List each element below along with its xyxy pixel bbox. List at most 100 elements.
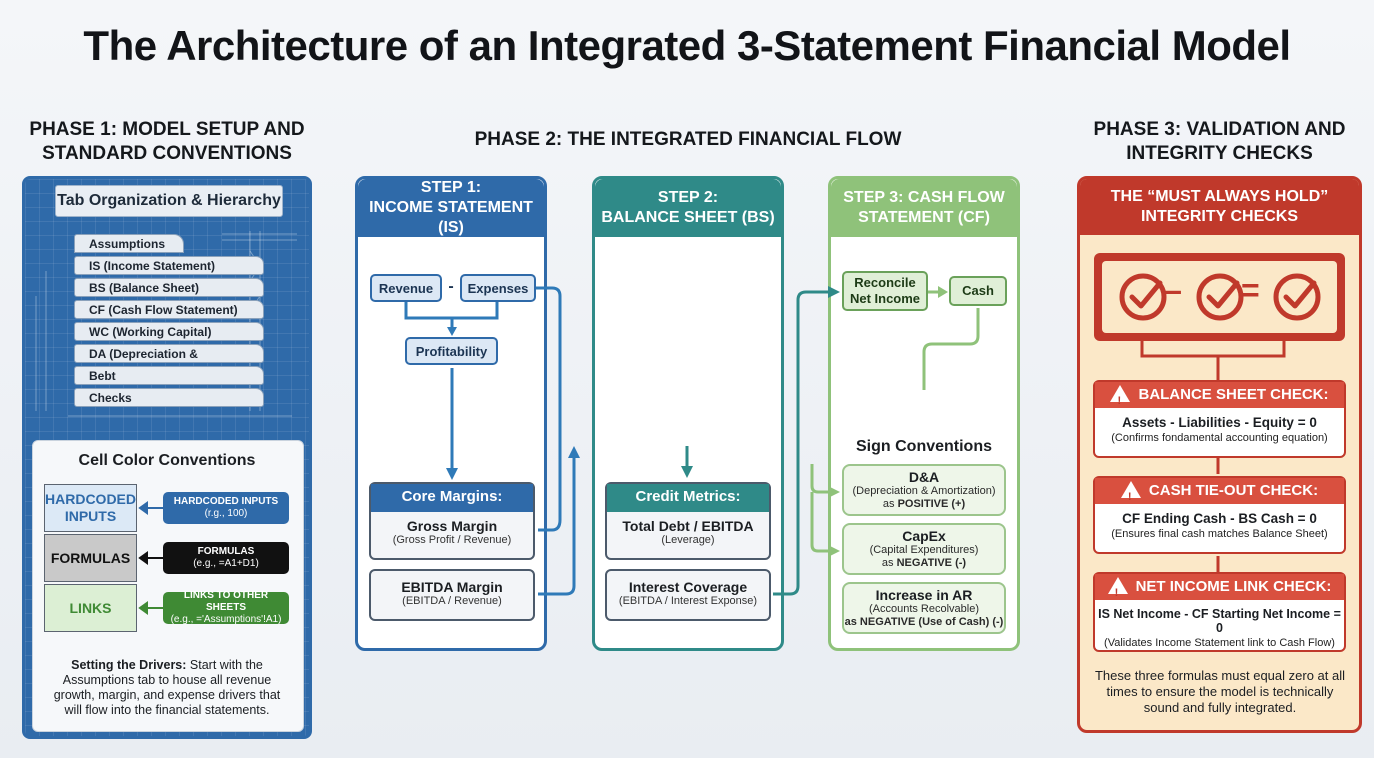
step3-header: STEP 3: CASH FLOW STATEMENT (CF) bbox=[831, 179, 1017, 237]
pill-label: FORMULAS bbox=[197, 546, 255, 557]
warning-icon: ! bbox=[1107, 576, 1128, 599]
step3-line2: STATEMENT (CF) bbox=[858, 209, 990, 226]
ebitda-margin-box: EBITDA Margin (EBITDA / Revenue) bbox=[369, 569, 535, 621]
equation-equals: = bbox=[1241, 272, 1260, 308]
interest-coverage-box: Interest Coverage (EBITDA / Interest Exp… bbox=[605, 569, 771, 621]
warning-glyph: ! bbox=[1127, 490, 1132, 503]
sign-ar-desc: (Accounts Recolvable) bbox=[868, 603, 980, 615]
warning-icon: ! bbox=[1110, 384, 1131, 407]
check-title-text: CASH TIE-OUT CHECK: bbox=[1148, 482, 1319, 499]
tab-item: IS (Income Statement) bbox=[74, 256, 264, 275]
step1-line2: INCOME STATEMENT (IS) bbox=[369, 199, 533, 236]
tab-item: CF (Cash Flow Statement) bbox=[74, 300, 264, 319]
check-equation-inner bbox=[1102, 261, 1337, 333]
balance-sheet-check: ! BALANCE SHEET CHECK: Assets - Liabiliti… bbox=[1093, 380, 1346, 458]
core-margins-title: Core Margins: bbox=[371, 484, 533, 512]
expenses-node: Expenses bbox=[460, 274, 536, 302]
check-circle-icon bbox=[1273, 273, 1321, 321]
reconcile-line1: Reconcile bbox=[854, 275, 916, 290]
sign-conventions-title: Sign Conventions bbox=[856, 438, 992, 455]
pill-links: LINKS TO OTHER SHEETS (e.g., ='Assumptio… bbox=[163, 590, 289, 625]
check-circle-icon bbox=[1196, 273, 1244, 321]
profitability-node: Profitability bbox=[405, 337, 498, 365]
sign-da-desc: (Depreciation & Amortization) bbox=[852, 485, 996, 497]
leverage-label: (Leverage) bbox=[661, 534, 715, 546]
step1-line1: STEP 1: bbox=[420, 179, 482, 196]
check-equation-icons bbox=[1119, 273, 1321, 321]
check-description: (Ensures final cash matches Balance Shee… bbox=[1111, 528, 1328, 540]
phase3-heading-line1: PHASE 3: VALIDATION AND bbox=[1093, 119, 1346, 140]
pill-example: (r.g., 100) bbox=[204, 508, 248, 519]
gross-margin-formula: (Gross Profit / Revenue) bbox=[392, 534, 512, 546]
net-income-link-check-title: ! NET INCOME LINK CHECK: bbox=[1095, 574, 1344, 600]
pill-example: (e.g., =A1+D1) bbox=[193, 558, 259, 569]
balance-sheet-check-title: ! BALANCE SHEET CHECK: bbox=[1095, 382, 1344, 408]
equation-minus: – bbox=[1164, 272, 1182, 308]
tab-item: Checks bbox=[74, 388, 264, 407]
check-title-text: NET INCOME LINK CHECK: bbox=[1135, 578, 1332, 595]
swatch-formulas: FORMULAS bbox=[44, 534, 137, 582]
phase3-connectors bbox=[1140, 341, 1286, 572]
swatch-label: HARDCODED bbox=[45, 491, 136, 507]
ebitda-margin-label: EBITDA Margin bbox=[401, 579, 503, 595]
cash-node: Cash bbox=[949, 276, 1007, 306]
integrity-checks-header: THE “MUST ALWAYS HOLD” INTEGRITY CHECKS bbox=[1080, 179, 1359, 235]
tab-item: Assumptions bbox=[74, 234, 184, 253]
sign-capex-value: NEGATIVE (-) bbox=[896, 557, 967, 569]
sign-capex-desc: (Capital Expenditures) bbox=[869, 544, 979, 556]
sign-capex-prefix: as bbox=[881, 557, 897, 569]
sign-ar-value: as NEGATIVE (Use of Cash) (-) bbox=[844, 616, 1004, 628]
phase3-heading: PHASE 3: VALIDATION AND INTEGRITY CHECKS bbox=[1077, 118, 1362, 166]
pill-example: (e.g., ='Assumptions'!A1) bbox=[170, 614, 282, 625]
drivers-text: Start with the Assumptions tab to house … bbox=[53, 658, 281, 717]
check-equation: Assets - Liabilities - Equity = 0 bbox=[1122, 415, 1317, 430]
warning-glyph: ! bbox=[1117, 394, 1122, 407]
net-income-link-check: ! NET INCOME LINK CHECK: IS Net Income - … bbox=[1093, 572, 1346, 652]
ebitda-margin-formula: (EBITDA / Revenue) bbox=[402, 595, 502, 607]
tab-item: BS (Balance Sheet) bbox=[74, 278, 264, 297]
sign-capex: CapEx (Capital Expenditures) as NEGATIVE… bbox=[842, 523, 1006, 575]
tab-item: WC (Working Capital) bbox=[74, 322, 264, 341]
phase3-heading-line2: INTEGRITY CHECKS bbox=[1126, 143, 1313, 164]
core-margins-box: Core Margins: Gross Margin (Gross Profit… bbox=[369, 482, 535, 560]
sign-da: D&A (Depreciation & Amortization) as POS… bbox=[842, 464, 1006, 516]
pill-label: LINKS TO OTHER SHEETS bbox=[183, 590, 269, 613]
step2-line2: BALANCE SHEET (BS) bbox=[601, 209, 775, 226]
arrows-pill-to-swatch bbox=[138, 501, 164, 615]
step3-line1: STEP 3: CASH FLOW bbox=[843, 189, 1005, 206]
credit-metrics-title: Credit Metrics: bbox=[607, 484, 769, 512]
check-circle-icon bbox=[1119, 273, 1167, 321]
check-description: (Validates Income Statement link to Cash… bbox=[1104, 637, 1335, 649]
sign-ar: Increase in AR (Accounts Recolvable) as … bbox=[842, 582, 1006, 634]
interest-coverage-formula: (EBITDA / Interest Exponse) bbox=[618, 595, 758, 607]
step2-line1: STEP 2: bbox=[657, 189, 719, 206]
swatch-label: FORMULAS bbox=[50, 549, 131, 566]
check-title-text: BALANCE SHEET CHECK: bbox=[1138, 386, 1329, 403]
phase1-heading: PHASE 1: MODEL SETUP AND STANDARD CONVEN… bbox=[22, 118, 312, 166]
phase2-heading: PHASE 2: THE INTEGRATED FINANCIAL FLOW bbox=[474, 129, 902, 150]
integrity-header-line1: THE “MUST ALWAYS HOLD” bbox=[1110, 188, 1329, 205]
pill-formulas: FORMULAS (e.g., =A1+D1) bbox=[163, 542, 289, 574]
step2-header: STEP 2: BALANCE SHEET (BS) bbox=[595, 179, 781, 237]
debt-ebitda-label: Total Debt / EBITDA bbox=[622, 518, 754, 534]
phase1-heading-line1: PHASE 1: MODEL SETUP AND bbox=[29, 119, 305, 140]
page-title: The Architecture of an Integrated 3-Stat… bbox=[83, 22, 1291, 69]
setting-drivers-note: Setting the Drivers: Start with the Assu… bbox=[44, 658, 290, 718]
pill-hardcoded-inputs: HARDCODED INPUTS (r.g., 100) bbox=[163, 492, 289, 524]
minus-sign: - bbox=[448, 278, 454, 295]
swatch-label: LINKS bbox=[69, 599, 112, 616]
sign-da-title: D&A bbox=[908, 469, 940, 485]
interest-coverage-label: Interest Coverage bbox=[628, 579, 748, 595]
cash-tieout-check-title: ! CASH TIE-OUT CHECK: bbox=[1095, 478, 1344, 504]
cell-color-conventions-title: Cell Color Conventions bbox=[78, 452, 256, 469]
drivers-bold: Setting the Drivers: bbox=[71, 658, 187, 672]
sign-da-value: POSITIVE (+) bbox=[897, 498, 966, 510]
check-equation: IS Net Income - CF Starting Net Income =… bbox=[1098, 607, 1341, 635]
check-equation: CF Ending Cash - BS Cash = 0 bbox=[1122, 511, 1317, 526]
credit-metrics-box: Credit Metrics: Total Debt / EBITDA (Lev… bbox=[605, 482, 771, 560]
swatch-links: LINKS bbox=[44, 584, 137, 632]
swatch-label: INPUTS bbox=[64, 508, 117, 524]
phase1-heading-line2: STANDARD CONVENTIONS bbox=[42, 143, 292, 164]
sign-da-prefix: as bbox=[882, 498, 898, 510]
